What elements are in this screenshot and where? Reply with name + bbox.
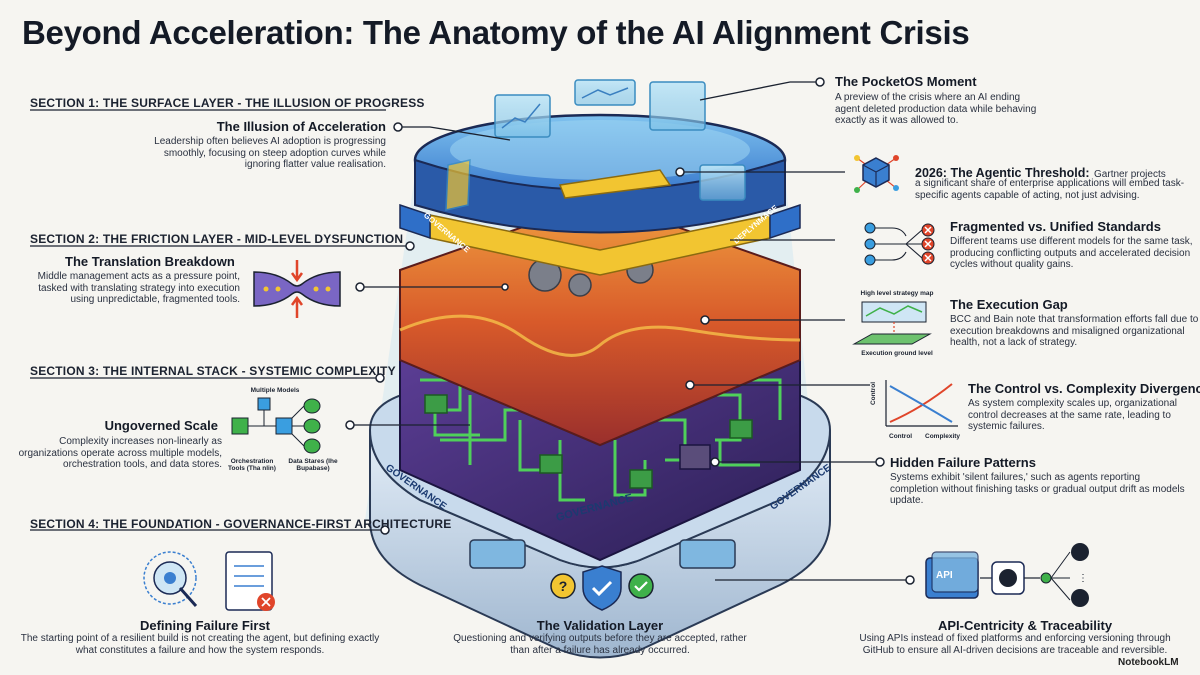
execution-gap-icon (852, 301, 932, 345)
agentic-title: 2026: The Agentic Threshold: (915, 166, 1090, 180)
map-bottom-label: Execution ground level (861, 350, 933, 357)
api-body: Using APIs instead of fixed platforms an… (859, 633, 1171, 656)
api-title: API-Centricity & Traceability (937, 618, 1113, 633)
label-data-stores: Data Stares (Ihe Bupabase) (288, 458, 338, 472)
agentic-inline: Gartner projects (1094, 169, 1166, 180)
api-traceability-icons: ⋮ (925, 543, 1089, 607)
fragmented-title: Fragmented vs. Unified Standards (950, 219, 1161, 234)
ungoverned-body: Complexity increases non-linearly as org… (18, 436, 222, 470)
label-multiple-models: Multiple Models (250, 387, 300, 394)
map-top-label: High level strategy map (860, 290, 934, 297)
control-title: The Control vs. Complexity Divergence (968, 381, 1200, 396)
pocketos-title: The PocketOS Moment (835, 74, 977, 89)
chart-x-label-1: Control (889, 433, 913, 440)
gauge-needle (558, 169, 672, 199)
illusion-title: The Illusion of Acceleration (216, 119, 386, 134)
circuit-blocks (424, 394, 753, 489)
svg-text:⋮: ⋮ (1078, 573, 1088, 584)
label-orchestration: Orchestration Tools (Tha nlin) (228, 458, 276, 472)
validation-body: Questioning and verifying outputs before… (453, 633, 747, 656)
agent-network-icon (854, 155, 899, 193)
pressure-point-icon (253, 260, 341, 318)
base-panel (679, 539, 736, 569)
execution-body: BCC and Bain note that transformation ef… (950, 314, 1199, 348)
section-2-heading: SECTION 2: THE FRICTION LAYER - MID-LEVE… (30, 232, 404, 246)
pocketos-body: A preview of the crisis where an AI endi… (835, 92, 1037, 126)
translation-title: The Translation Breakdown (65, 254, 235, 269)
watermark: NotebookLM (1118, 657, 1179, 668)
chart-x-label-2: Complexity (925, 433, 961, 440)
hidden-failure-box (679, 444, 711, 470)
fragmented-standards-icon (864, 222, 935, 266)
translation-body: Middle management acts as a pressure poi… (37, 271, 240, 305)
execution-title: The Execution Gap (950, 297, 1068, 312)
base-panel (469, 539, 526, 569)
validation-icons: ? (550, 565, 654, 611)
architecture-diagram-icon (231, 397, 321, 454)
illusion-body: Leadership often believes AI adoption is… (154, 136, 386, 170)
control-body: As system complexity scales up, organiza… (968, 398, 1177, 432)
hidden-body: Systems exhibit 'silent failures,' such … (890, 472, 1185, 506)
hidden-title: Hidden Failure Patterns (890, 455, 1036, 470)
agentic-heading-line: 2026: The Agentic Threshold: Gartner pro… (915, 164, 1166, 182)
section-3-heading: SECTION 3: THE INTERNAL STACK - SYSTEMIC… (30, 364, 396, 378)
api-label: API (936, 570, 953, 581)
chart-y-label: Control (870, 381, 878, 406)
failure-body: The starting point of a resilient build … (20, 633, 380, 656)
section-4-heading: SECTION 4: THE FOUNDATION - GOVERNANCE-F… (30, 517, 452, 531)
failure-title: Defining Failure First (139, 618, 270, 633)
failure-first-icons (143, 551, 275, 611)
page-title: Beyond Acceleration: The Anatomy of the … (22, 14, 970, 51)
agentic-body: a significant share of enterprise applic… (915, 178, 1185, 201)
section-1-heading: SECTION 1: THE SURFACE LAYER - THE ILLUS… (30, 96, 425, 110)
svg-text:?: ? (559, 578, 568, 594)
fragmented-body: Different teams use different models for… (950, 236, 1193, 270)
floating-dashboards (445, 79, 746, 211)
ungoverned-title: Ungoverned Scale (104, 418, 218, 433)
validation-title: The Validation Layer (536, 618, 664, 633)
divergence-chart-icon (885, 380, 958, 427)
